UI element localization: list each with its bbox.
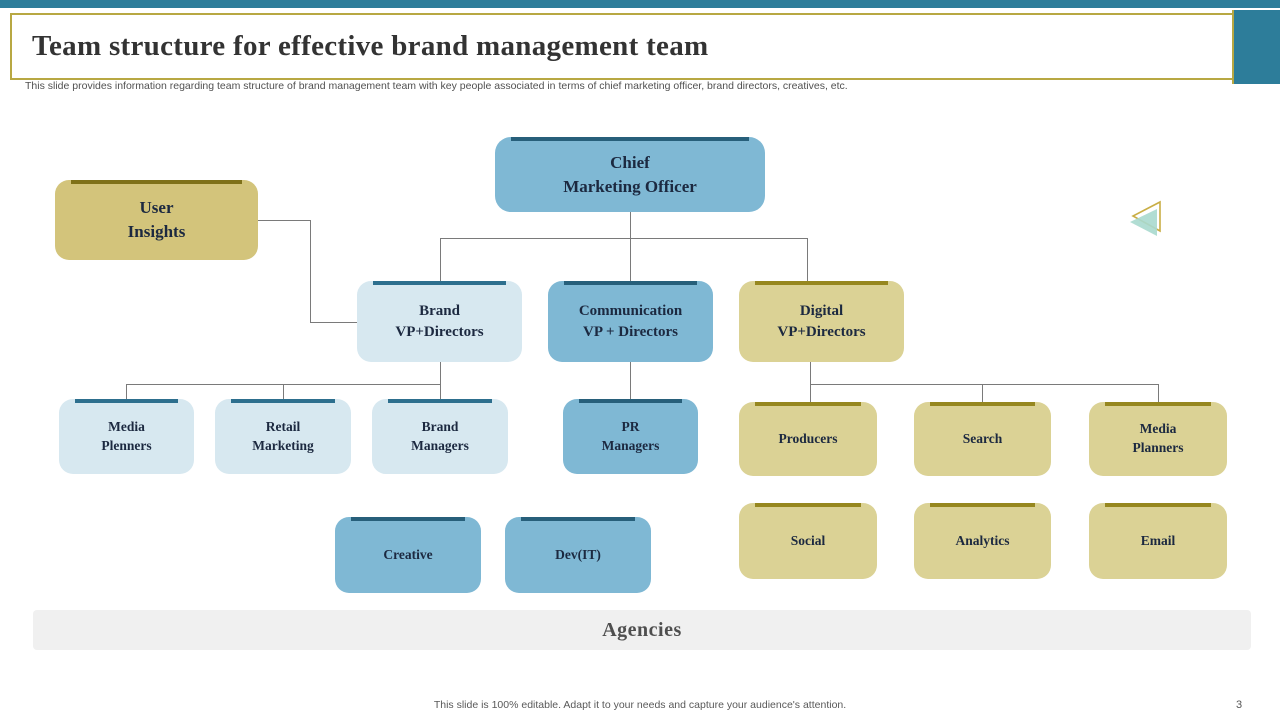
agencies-band: Agencies [33, 610, 1251, 650]
connector-line [982, 384, 983, 402]
org-node-label: User Insights [127, 198, 186, 241]
org-node-label: Producers [778, 430, 838, 446]
org-node-label: Communication VP + Directors [578, 302, 683, 340]
connector-line [310, 322, 357, 323]
org-node-chief-marketing-officer[interactable]: Chief Marketing Officer [495, 137, 765, 212]
org-node-producers[interactable]: Producers [739, 402, 877, 476]
org-node-label: Creative [383, 546, 433, 562]
connector-line [810, 384, 1158, 385]
connector-line [126, 384, 127, 399]
connector-line [440, 238, 441, 281]
top-accent-bar [0, 0, 1280, 8]
org-node-email[interactable]: Email [1089, 503, 1227, 579]
org-node-label: PR Managers [601, 418, 660, 453]
org-node-communication-vp-directors[interactable]: Communication VP + Directors [548, 281, 713, 362]
org-node-analytics[interactable]: Analytics [914, 503, 1051, 579]
page-number: 3 [1236, 699, 1243, 711]
title-box: Team structure for effective brand manag… [10, 13, 1234, 80]
org-node-label: Dev(IT) [555, 546, 601, 562]
org-node-retail-marketing[interactable]: Retail Marketing [215, 399, 351, 474]
connector-line [810, 362, 811, 402]
org-node-label: Media Plenners [101, 418, 152, 453]
org-node-user-insights[interactable]: User Insights [55, 180, 258, 260]
agencies-label: Agencies [602, 618, 682, 641]
connector-line [283, 384, 284, 399]
org-node-label: Brand VP+Directors [395, 302, 484, 340]
org-node-brand-managers[interactable]: Brand Managers [372, 399, 508, 474]
org-node-digital-vp-directors[interactable]: Digital VP+Directors [739, 281, 904, 362]
connector-line [440, 362, 441, 399]
org-node-label: Retail Marketing [252, 418, 314, 453]
org-node-creative[interactable]: Creative [335, 517, 481, 593]
connector-line [440, 238, 808, 239]
org-node-label: Media Planners [1132, 421, 1184, 455]
footer-note: This slide is 100% editable. Adapt it to… [433, 699, 847, 711]
org-node-label: Chief Marketing Officer [563, 152, 697, 196]
org-node-brand-vp-directors[interactable]: Brand VP+Directors [357, 281, 522, 362]
org-node-label: Brand Managers [411, 418, 469, 453]
org-node-label: Digital VP+Directors [777, 302, 866, 340]
connector-line [807, 238, 808, 281]
org-node-media-plenners[interactable]: Media Plenners [59, 399, 194, 474]
connector-line [258, 220, 310, 221]
org-node-pr-managers[interactable]: PR Managers [563, 399, 698, 474]
slide-subtitle: This slide provides information regardin… [25, 80, 848, 92]
org-node-social[interactable]: Social [739, 503, 877, 579]
org-node-label: Search [962, 430, 1003, 446]
org-node-label: Email [1140, 532, 1176, 548]
org-node-media-planners[interactable]: Media Planners [1089, 402, 1227, 476]
org-node-search[interactable]: Search [914, 402, 1051, 476]
corner-accent-square [1232, 10, 1280, 84]
page-title: Team structure for effective brand manag… [32, 30, 709, 62]
connector-line [630, 362, 631, 399]
connector-line [310, 220, 311, 322]
connector-line [1158, 384, 1159, 402]
connector-line [630, 238, 631, 281]
org-node-label: Social [790, 532, 826, 548]
connector-line [630, 212, 631, 238]
triangle-arrow-icon [1130, 200, 1161, 236]
org-node-dev-it[interactable]: Dev(IT) [505, 517, 651, 593]
org-node-label: Analytics [955, 532, 1010, 548]
